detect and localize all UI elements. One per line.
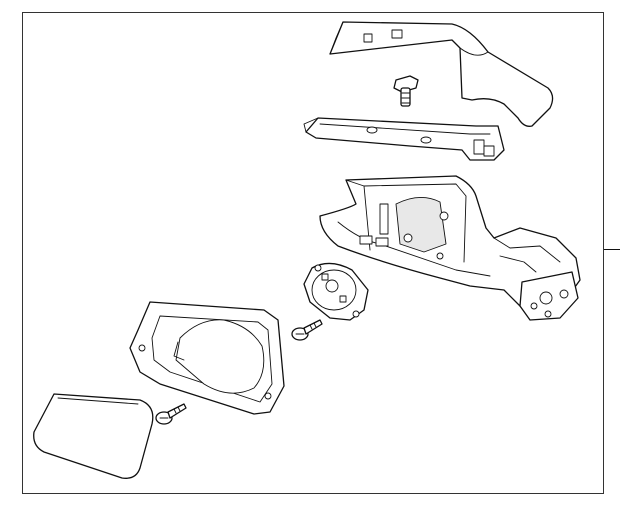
mounting-bolt-upper	[393, 75, 419, 107]
cover-bracket	[303, 117, 505, 161]
screw-actuator	[291, 319, 323, 341]
upper-cover-cap	[329, 21, 554, 127]
callout-leader-line	[604, 249, 620, 250]
actuator-motor	[303, 262, 369, 321]
screw-backing	[155, 403, 187, 425]
mirror-glass	[33, 393, 154, 479]
mirror-housing	[319, 175, 581, 321]
backing-plate	[129, 301, 285, 415]
